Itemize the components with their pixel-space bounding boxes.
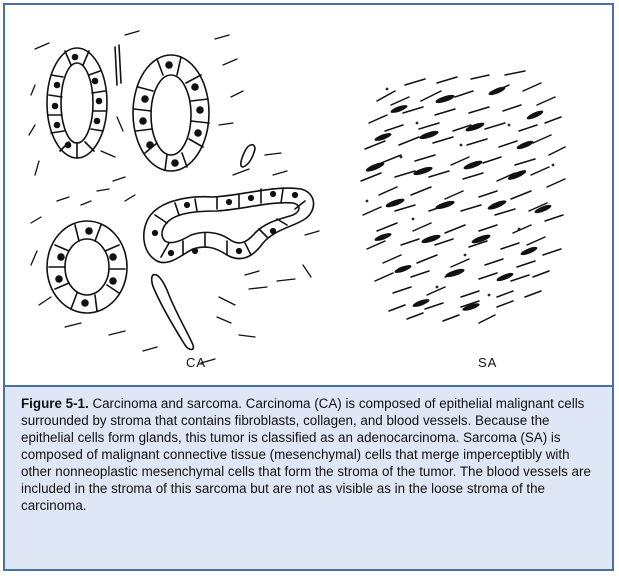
sarcoma-illustration [361, 71, 565, 323]
carcinoma-illustration [29, 31, 319, 363]
figure-number: Figure 5-1. [21, 396, 89, 411]
gland-right-elongated [144, 188, 314, 263]
vessel-right [241, 145, 255, 167]
label-sarcoma: SA [478, 355, 497, 370]
label-carcinoma: CA [186, 355, 206, 370]
vessel-lower [152, 275, 194, 350]
gland-upper-left [47, 48, 107, 158]
gland-lower-left [47, 221, 127, 313]
figure-frame: CA SA Figure 5-1. Carcinoma and sarcoma.… [3, 3, 614, 571]
figure-caption: Figure 5-1. Carcinoma and sarcoma. Carci… [5, 385, 612, 569]
stroma-fibers-carcinoma [29, 31, 319, 363]
vessel-top [115, 45, 121, 85]
histology-drawing [5, 5, 612, 385]
figure-illustration-area: CA SA [5, 5, 612, 385]
gland-upper-middle [133, 55, 209, 171]
caption-text: Carcinoma and sarcoma. Carcinoma (CA) is… [21, 396, 591, 513]
